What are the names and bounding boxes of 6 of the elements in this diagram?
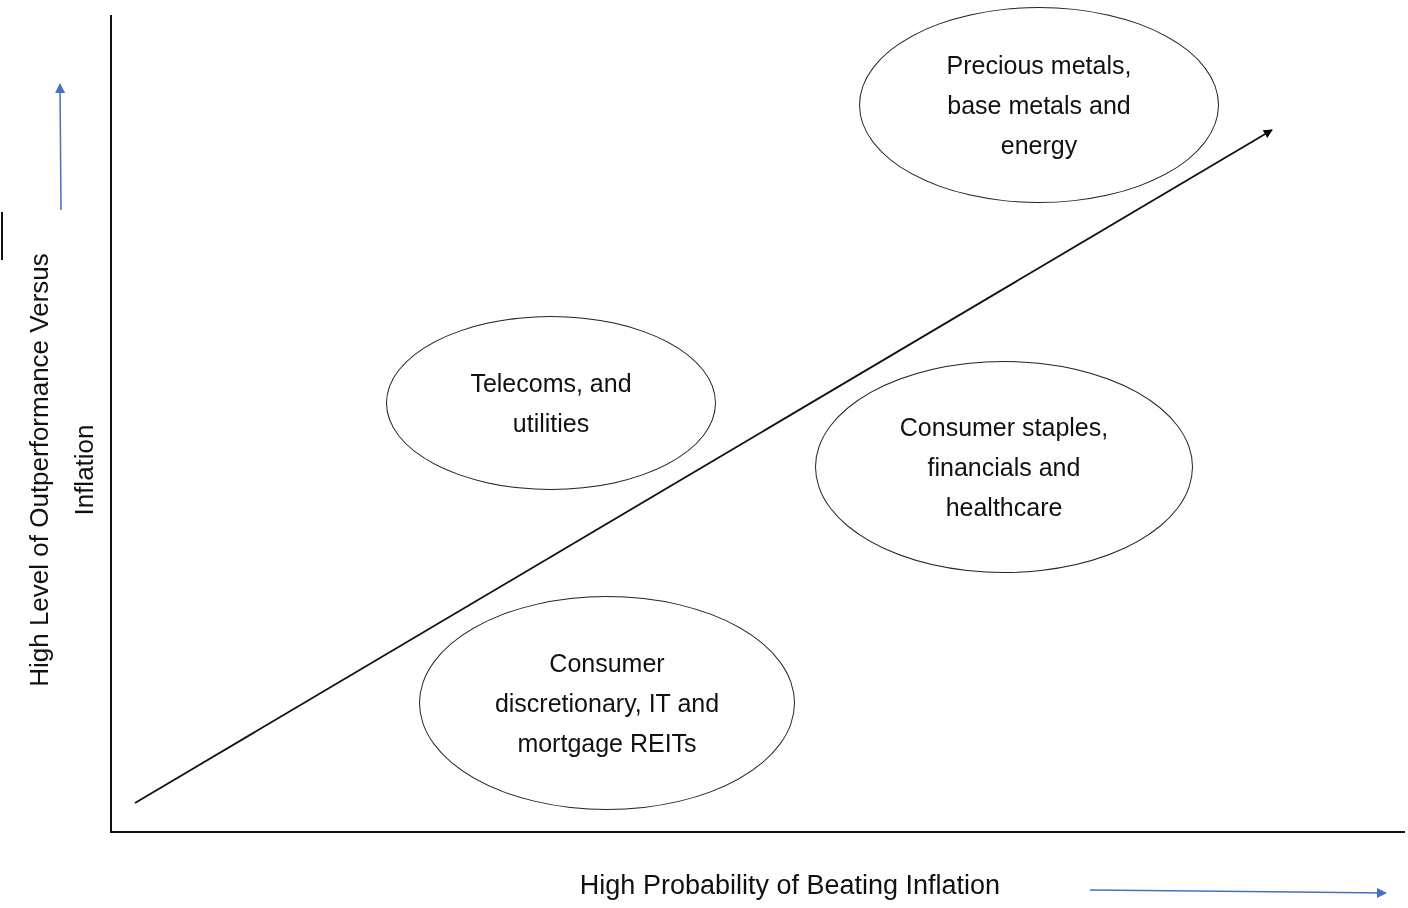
axis-title: High Level of Outperformance Versus Inflation xyxy=(23,252,100,689)
node-label: Precious metals, base metals and energy xyxy=(945,50,1133,161)
node-label: Consumer discretionary, IT and mortgage REITs xyxy=(493,648,721,759)
axis-title: High Probability of Beating Inflation xyxy=(578,870,1002,901)
node-label: Telecoms, and utilities xyxy=(469,368,633,439)
node-label: Consumer staples, financials and healthcare xyxy=(898,412,1110,523)
